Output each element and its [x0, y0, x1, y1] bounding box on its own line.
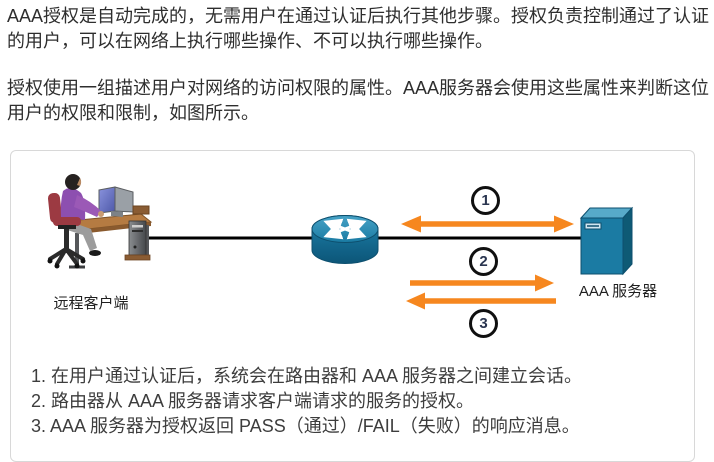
- remote-client-label: 远程客户端: [53, 295, 129, 312]
- step1-arrow: [401, 215, 574, 233]
- step-item-2: 2. 路由器从 AAA 服务器请求客户端请求的服务的授权。: [31, 391, 475, 411]
- router-icon: [311, 215, 379, 264]
- step2-arrow: [410, 274, 554, 292]
- remote-client-illustration: [47, 174, 153, 269]
- aaa-authorization-figure: 1 2 3 远程客户端 AAA 服务器 1. 在用户通过认证后，系统会在路由器和…: [10, 150, 695, 462]
- paragraph-authorization-intro: AAA授权是自动完成的，无需用户在通过认证后执行其他步骤。授权负责控制通过了认证…: [7, 6, 710, 51]
- aaa-server-label: AAA 服务器: [578, 283, 658, 300]
- step-list: 1. 在用户通过认证后，系统会在路由器和 AAA 服务器之间建立会话。 2. 路…: [31, 364, 681, 439]
- step-item-1: 1. 在用户通过认证后，系统会在路由器和 AAA 服务器之间建立会话。: [31, 366, 583, 386]
- step1-badge: 1: [471, 186, 500, 215]
- monitor-icon: [114, 186, 134, 213]
- network-diagram: [47, 174, 634, 310]
- pc-tower-icon: [124, 220, 151, 261]
- article-text: AAA授权是自动完成的，无需用户在通过认证后执行其他步骤。授权负责控制通过了认证…: [0, 0, 714, 126]
- server-icon: [579, 206, 634, 276]
- step3-badge: 3: [469, 309, 498, 338]
- step2-number: 2: [479, 253, 488, 270]
- step1-number: 1: [481, 192, 490, 209]
- chair-icon: [47, 217, 86, 269]
- step3-number: 3: [479, 315, 488, 332]
- step-item-3: 3. AAA 服务器为授权返回 PASS（通过）/FAIL（失败）的响应消息。: [31, 416, 580, 436]
- paragraph-authorization-attributes: 授权使用一组描述用户对网络的访问权限的属性。AAA服务器会使用这些属性来判断这位…: [7, 78, 710, 123]
- step2-badge: 2: [469, 247, 498, 276]
- step3-arrow: [406, 292, 556, 310]
